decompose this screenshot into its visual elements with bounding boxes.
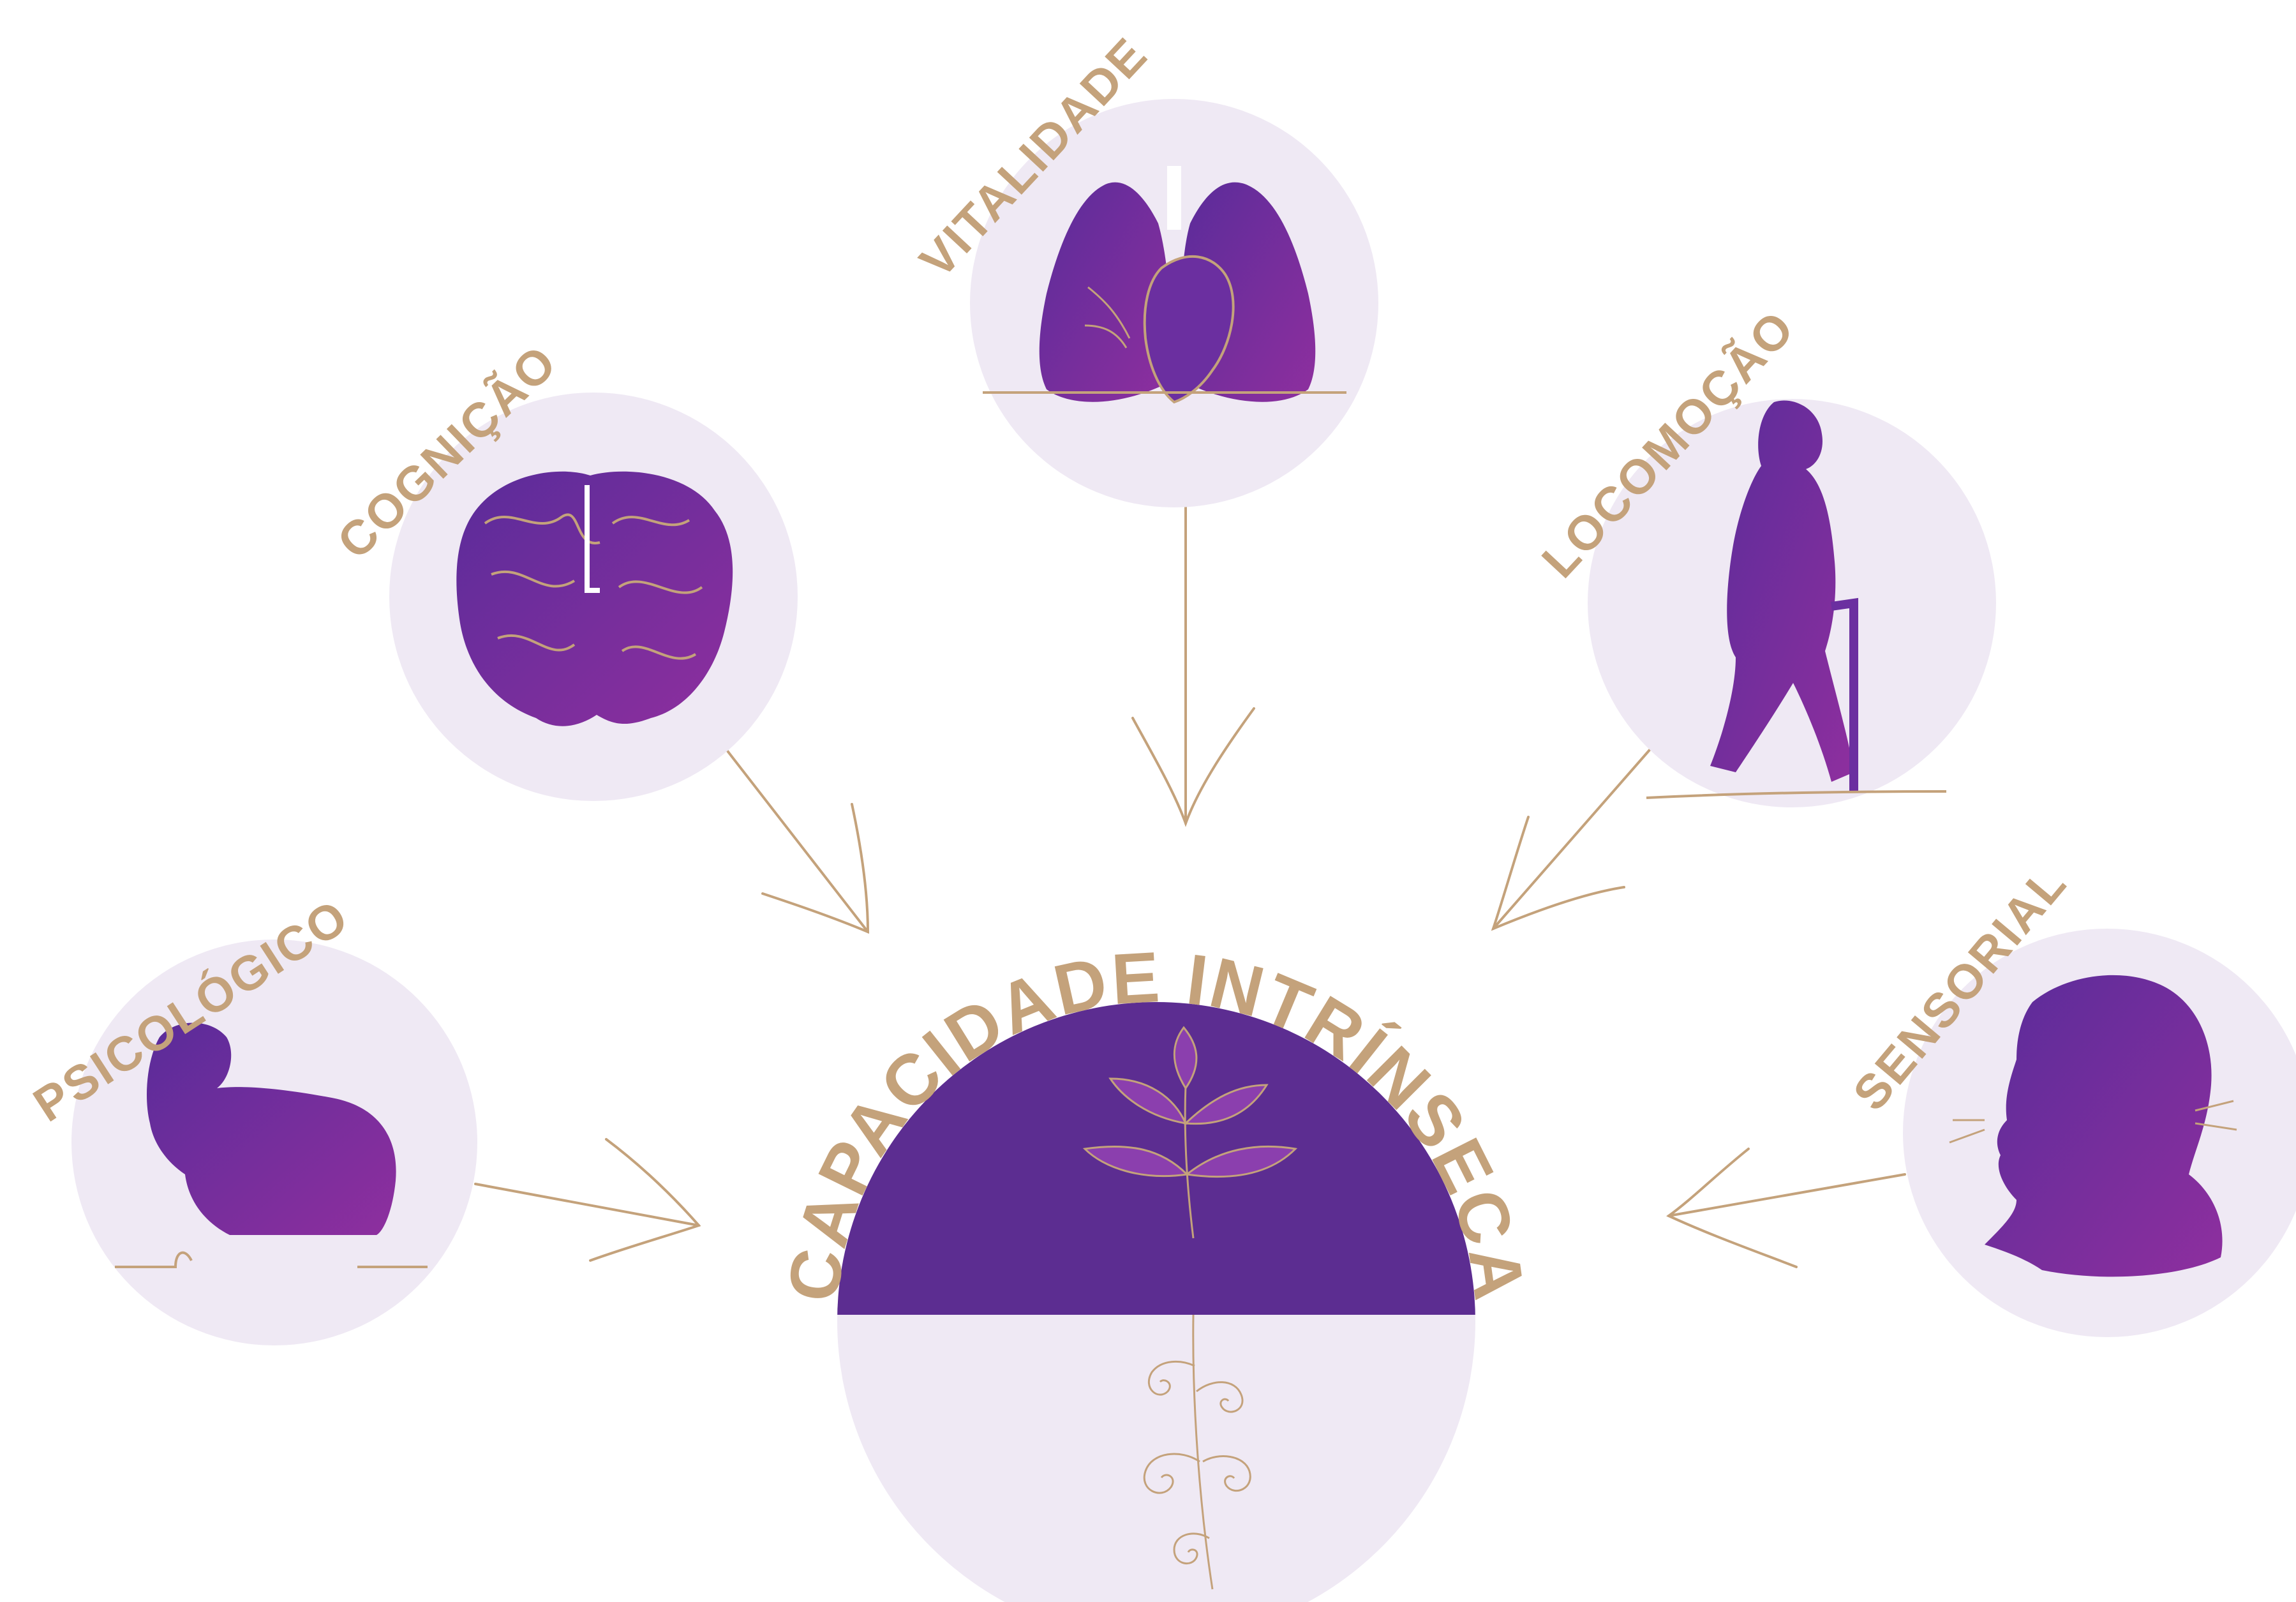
arrow-from-vitalidade: [1133, 507, 1254, 823]
arrow-from-psicologico: [475, 1139, 699, 1261]
center-bottom-half: [830, 1315, 1487, 1602]
node-sensorial: SENSORIAL: [1843, 856, 2296, 1337]
arrow-from-locomocao: [1493, 750, 1650, 929]
center-hub: CAPACIDADE INTRÍNSECA: [773, 937, 1540, 1602]
node-vitalidade: VITALIDADE: [909, 27, 1378, 507]
brain-icon: [456, 472, 733, 726]
node-cognicao: COGNIÇÃO: [327, 334, 798, 801]
node-locomocao: LOCOMOÇÃO: [1532, 300, 1996, 807]
arrow-from-sensorial: [1669, 1149, 1905, 1267]
node-psicologico: PSICOLÓGICO: [24, 889, 477, 1345]
